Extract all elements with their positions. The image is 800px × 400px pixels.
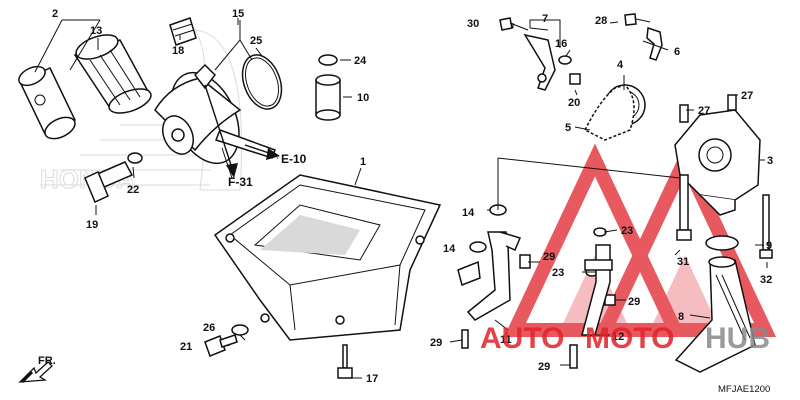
callout-9: 9 <box>766 240 772 252</box>
part-oil-pan <box>213 174 442 341</box>
ref-e10-label: E-10 <box>281 152 307 166</box>
callout-29c: 29 <box>430 337 442 349</box>
callout-13: 13 <box>90 25 102 37</box>
callout-31: 31 <box>677 256 689 268</box>
callout-11: 11 <box>500 334 512 346</box>
callout-25: 25 <box>250 35 262 47</box>
part-washer-26 <box>231 324 249 336</box>
diagram-code: MFJAE1200 <box>718 384 770 395</box>
front-arrow-icon <box>18 361 53 384</box>
callout-26: 26 <box>203 322 215 334</box>
callout-14b: 14 <box>443 243 456 255</box>
callout-27a: 27 <box>698 105 710 117</box>
part-bolt-20 <box>569 73 581 85</box>
part-bolt-21 <box>204 334 238 357</box>
part-dowel-27b <box>727 94 737 111</box>
ref-f31-label: F-31 <box>228 175 253 189</box>
callout-22: 22 <box>127 184 139 196</box>
callout-6: 6 <box>674 46 680 58</box>
callout-1: 1 <box>360 156 366 168</box>
part-bolt-28 <box>624 13 651 26</box>
part-bolt-29a <box>519 254 531 269</box>
part-bolt-29c <box>461 329 469 349</box>
callout-16: 16 <box>555 38 567 50</box>
part-washer-22 <box>127 152 143 164</box>
part-oil-cooler <box>154 63 276 165</box>
part-oil-pipe <box>457 231 522 321</box>
callout-27b: 27 <box>741 90 753 102</box>
part-chain-guide <box>646 26 663 61</box>
callout-7: 7 <box>542 13 548 25</box>
callout-14a: 14 <box>462 207 475 219</box>
watermark-auto: AUTO <box>480 322 564 355</box>
part-drive-chain <box>583 84 635 141</box>
part-seal-24 <box>318 54 338 66</box>
callout-17: 17 <box>366 373 378 385</box>
part-bolt-17 <box>337 344 353 379</box>
callout-21: 21 <box>180 341 192 353</box>
part-bolt-31 <box>676 174 692 241</box>
callout-5: 5 <box>565 122 571 134</box>
part-dowel-27a <box>679 104 689 123</box>
part-washer-16 <box>558 55 572 65</box>
callout-18: 18 <box>172 45 184 57</box>
part-drain-bolt-19 <box>84 161 134 204</box>
callout-29a: 29 <box>543 251 555 263</box>
callout-20: 20 <box>568 97 580 109</box>
part-tensioner-bracket <box>523 33 556 91</box>
watermark-hub: HUB <box>705 322 770 355</box>
callout-32: 32 <box>760 274 772 286</box>
callout-23b: 23 <box>552 267 564 279</box>
part-bolt-32 <box>759 194 773 259</box>
part-relief-valve <box>315 74 341 121</box>
callout-23a: 23 <box>621 225 633 237</box>
leader-lines <box>34 18 768 379</box>
callout-29b: 29 <box>628 296 640 308</box>
ref-f31-arrow <box>204 84 238 178</box>
watermark-text: AUTO MOTO HUB <box>480 322 770 355</box>
callout-12: 12 <box>612 331 624 343</box>
callout-10: 10 <box>357 92 369 104</box>
callout-29d: 29 <box>538 361 550 373</box>
callout-3: 3 <box>767 155 773 167</box>
part-stud <box>169 17 197 46</box>
callout-19: 19 <box>86 219 98 231</box>
ref-e10-arrow <box>244 144 280 160</box>
callout-15: 15 <box>232 8 244 20</box>
callout-30: 30 <box>467 18 479 30</box>
callout-8: 8 <box>678 311 684 323</box>
part-oil-filter <box>18 65 77 140</box>
callout-28: 28 <box>595 15 607 27</box>
callout-4: 4 <box>617 59 624 71</box>
part-bolt-29d <box>569 344 578 369</box>
callout-24: 24 <box>354 55 367 67</box>
part-seal-14b <box>469 241 487 253</box>
part-filter-cartridge <box>73 34 152 114</box>
watermark-moto: MOTO <box>585 322 674 355</box>
callout-2: 2 <box>52 8 58 20</box>
front-label: FR. <box>38 355 56 367</box>
part-bolt-30 <box>499 17 529 31</box>
part-o-ring-9 <box>705 235 739 251</box>
part-oil-strainer <box>674 256 756 373</box>
callouts: 2 13 18 15 25 24 10 E-10 F-31 22 19 1 26… <box>52 8 773 385</box>
